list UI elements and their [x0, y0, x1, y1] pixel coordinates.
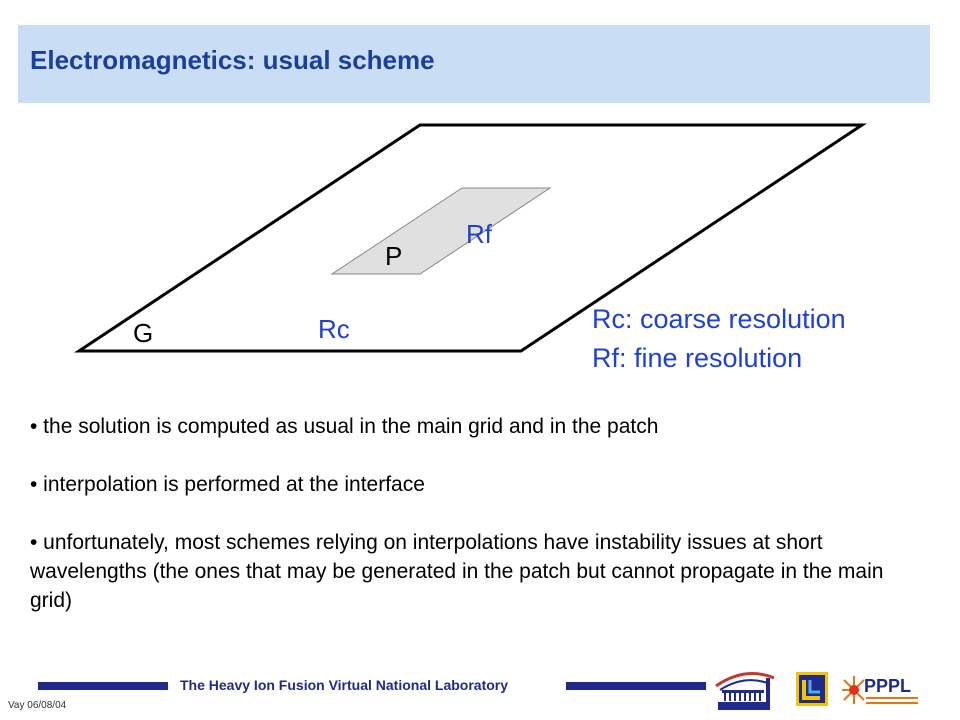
- footer-lab-name: The Heavy Ion Fusion Virtual National La…: [180, 677, 509, 693]
- label-rf: Rf: [466, 219, 493, 249]
- main-grid: [74, 123, 867, 353]
- pppl-logo: PPPL: [842, 676, 918, 704]
- bullet-item: • unfortunately, most schemes relying on…: [30, 531, 884, 612]
- legend-coarse: Rc: coarse resolution: [592, 304, 846, 334]
- bullet-list: • the solution is computed as usual in t…: [30, 412, 930, 615]
- legend-fine: Rf: fine resolution: [592, 343, 803, 373]
- label-p: P: [385, 241, 402, 271]
- title-bar: Electromagnetics: usual scheme: [18, 25, 930, 103]
- label-rc: Rc: [318, 314, 350, 344]
- bullet-item: • the solution is computed as usual in t…: [30, 415, 659, 438]
- refinement-patch: [330, 187, 552, 275]
- bullet-item: • interpolation is performed at the inte…: [30, 473, 425, 496]
- label-g: G: [133, 318, 153, 348]
- pppl-logo-text: PPPL: [864, 676, 911, 696]
- footer-date: Vay 06/08/04: [8, 700, 67, 711]
- footer-bar-left: [38, 682, 168, 690]
- berkeley-lab-logo: [715, 672, 775, 710]
- slide-title: Electromagnetics: usual scheme: [30, 45, 435, 75]
- llnl-logo: [796, 672, 828, 706]
- footer-bar-right: [566, 682, 706, 690]
